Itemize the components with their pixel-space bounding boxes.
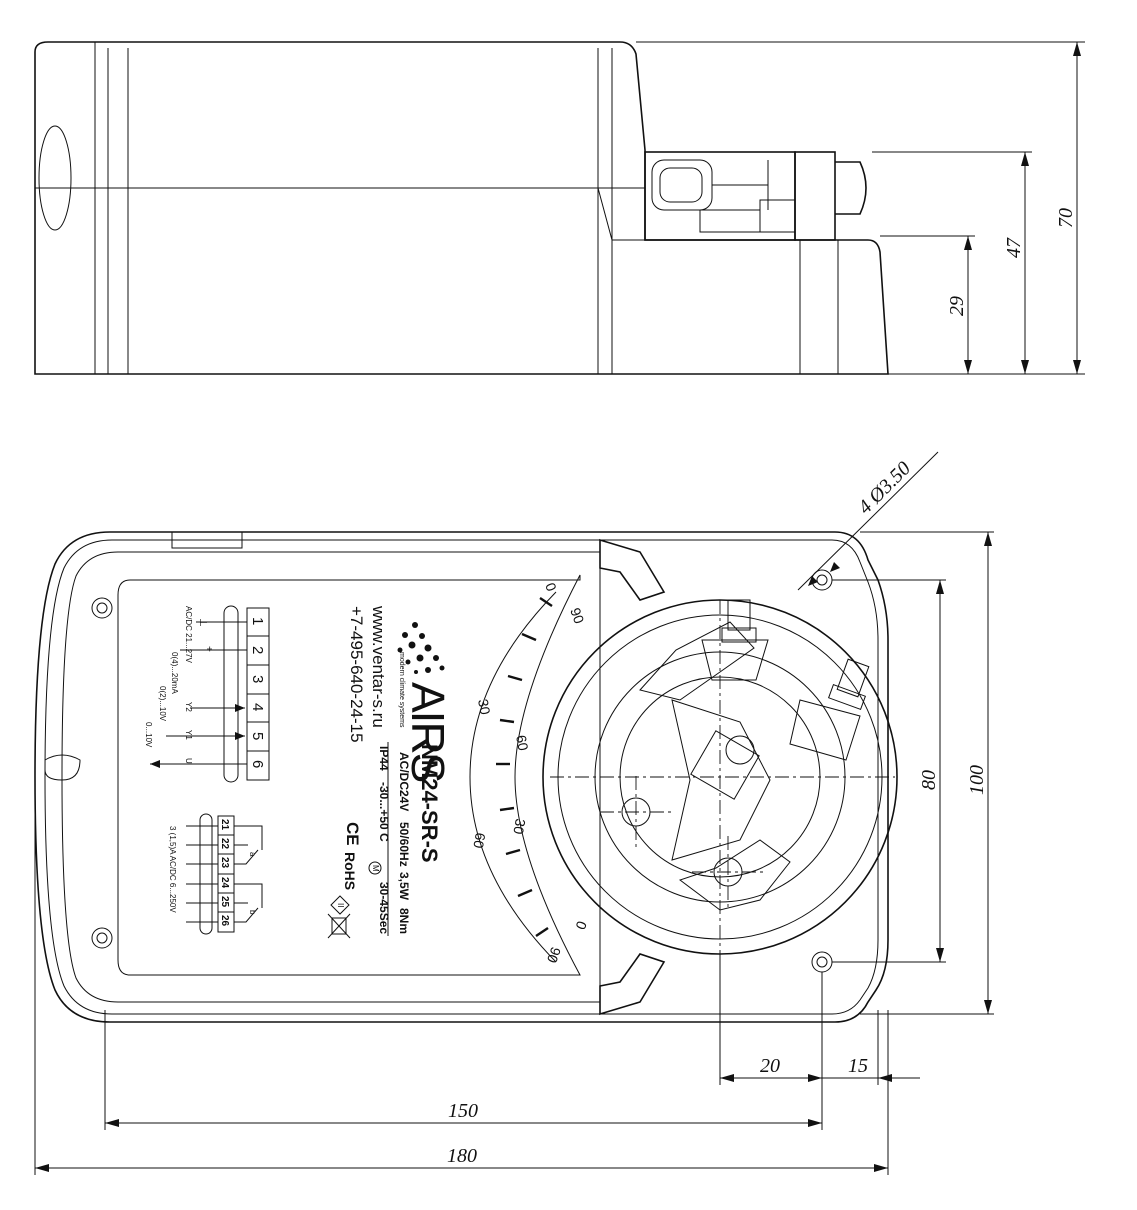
mount-hole-bottom-left [91,927,113,949]
dim-47-text: 47 [1003,237,1025,258]
scale-30-b: 30 [510,817,528,835]
scale-0-top: 0 [542,581,560,594]
terminal-2: 2 [249,646,266,654]
scale-30-a: 30 [475,698,493,716]
weee-bin-icon [327,913,351,939]
dim-29 [964,236,972,374]
mount-hole-bottom-right [811,951,833,973]
brand-name: AIRS [402,682,454,782]
dim-180 [35,1164,888,1172]
wire-voltage-label: 0(2)...10V [158,686,167,722]
clamp-bolt-left [701,599,769,681]
scale-60-b: 60 [470,831,488,849]
runtime-symbol: M [371,865,380,872]
wire-y1-label: Y1 [184,730,193,740]
dim-150-text: 150 [448,1100,478,1122]
switch-a-label: a [248,852,257,857]
switch-b-label: b [248,910,257,915]
wire-neutral-label: ⊥ [197,618,208,627]
dim-150 [105,1119,822,1127]
ce-mark: CE [343,822,362,846]
dim-80 [936,580,944,962]
dim-hole-text: 4 Ø3.50 [854,457,915,518]
spec-torque: 8Nm [397,908,411,934]
dim-hole-callout: 4 Ø3.50 [797,451,939,591]
svg-text:II: II [336,903,345,907]
website: www.ventar-s.ru [369,605,388,728]
class-ii-icon: II [330,895,350,915]
dim-70-text: 70 [1055,208,1077,228]
spec-protection: IP44 [377,746,391,771]
wire-supply-label: AC/DC 21...27V [184,606,193,664]
top-view: 0 90 30 60 60 30 0 90 [34,451,994,1175]
side-view: 70 47 29 [34,41,1085,375]
main-wiring-diagram: 1 2 3 4 5 6 AC/DC 21...27V ⊥ + 0(4)...20… [144,605,270,783]
wire-plus-label: + [203,646,214,652]
wire-feedback-label: 0...10V [144,722,153,748]
scale-60-a: 60 [513,734,531,752]
model-number: NM24-SR-S [417,744,442,863]
wire-y2-label: Y2 [184,702,193,712]
spec-wattage: 3,5W [397,872,411,901]
wire-current-label: 0(4)...20mA [170,652,179,694]
scale-0-bottom: 0 [572,919,590,932]
terminal-5: 5 [249,732,266,740]
spec-power: AC/DC24V [397,752,411,811]
wire-u-label: U [184,758,193,764]
spec-frequency: 50/60Hz [397,822,411,867]
dim-70 [1073,42,1081,374]
dim-80-text: 80 [918,770,940,790]
dim-20 [720,1074,822,1082]
dim-15 [822,1074,920,1082]
aux-wiring-diagram: 21 22 23 24 25 26 a b 3 (1,5)A AC/DC 6..… [168,813,263,935]
aux-terminal-25: 25 [219,896,230,908]
dim-180-text: 180 [447,1145,477,1167]
aux-rating: 3 (1,5)A AC/DC 6...250V [168,826,177,913]
scale-90-top: 90 [567,606,587,626]
clamp-bolt-right [789,658,870,761]
dim-20-text: 20 [760,1055,780,1077]
brand-tagline: modern climate systems [398,652,405,728]
aux-terminal-26: 26 [219,915,230,927]
spec-temperature: -30...+50 C [377,782,391,842]
terminal-6: 6 [249,760,266,768]
dim-100 [984,532,992,1014]
aux-terminal-23: 23 [219,857,230,869]
phone: +7-495-640-24-15 [347,606,366,743]
terminal-1: 1 [249,617,266,625]
product-label: AIRS modern climate systems www.ventar-s… [327,605,454,939]
terminal-3: 3 [249,675,266,683]
mount-hole-top-left [91,597,113,619]
scale-ticks [496,597,553,937]
terminal-4: 4 [249,703,266,711]
dim-29-text: 29 [946,296,968,316]
aux-terminal-24: 24 [219,877,230,889]
dim-100-text: 100 [966,765,988,795]
aux-terminal-22: 22 [219,838,230,850]
aux-terminal-21: 21 [219,819,230,831]
dim-47 [1021,152,1029,374]
dim-15-text: 15 [848,1055,868,1077]
scale-90-bottom: 90 [544,945,564,965]
rohs-mark: RoHS [342,852,358,890]
spec-runtime: 30-45Sec [377,882,391,934]
brand-logo-dots [397,622,445,674]
